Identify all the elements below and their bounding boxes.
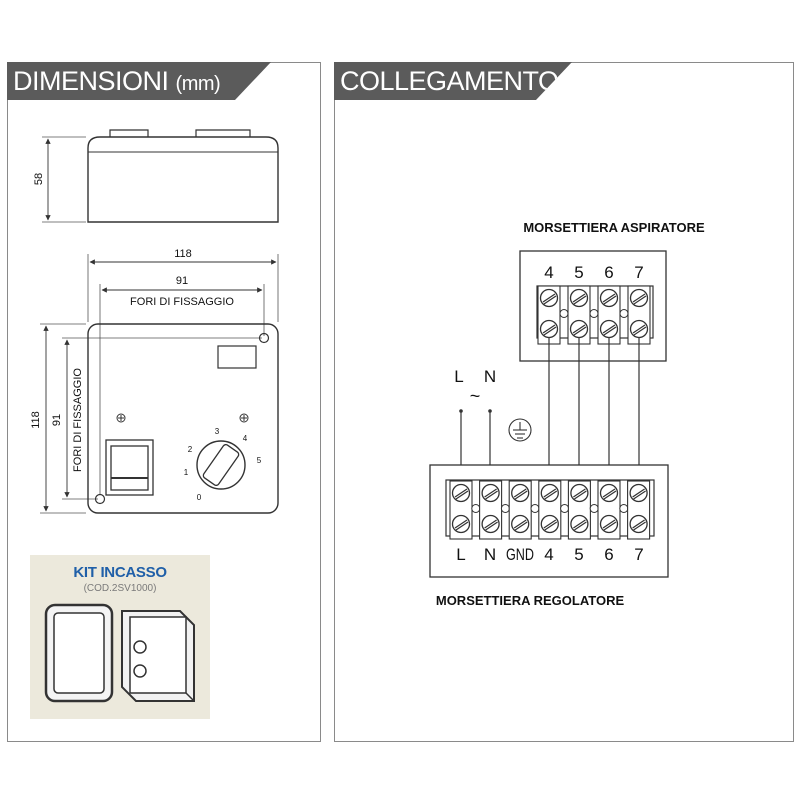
regolatore-screw-top (599, 483, 619, 503)
width-total-label: 118 (174, 248, 192, 260)
regolatore-terminal-label: GND (506, 545, 534, 564)
regolatore-screw-bottom (451, 514, 471, 534)
regolatore-screw-top (451, 483, 471, 503)
dimensions-title: DIMENSIONI (13, 66, 169, 96)
aspiratore-terminal-label: 4 (544, 263, 553, 282)
aspiratore-screw-bottom (569, 319, 589, 339)
mounting-hole-top-right (258, 332, 270, 344)
holes-label-side: FORI DI FISSAGGIO (72, 368, 84, 472)
knob-scale-2: 2 (188, 445, 193, 454)
aspiratore-terminal-label: 5 (574, 263, 583, 282)
mounting-hole-bottom-left (94, 493, 106, 505)
kit-title: KIT INCASSO (73, 564, 167, 581)
wiring-panel: COLLEGAMENTO (334, 62, 794, 742)
regolatore-screw-bottom (540, 514, 559, 534)
height-total-label: 118 (30, 411, 42, 429)
regolatore-screw-bottom (629, 514, 648, 534)
dimensions-unit: (mm) (175, 73, 221, 95)
power-switch (105, 439, 154, 496)
knob-scale-4: 4 (243, 434, 248, 443)
wiring-header: COLLEGAMENTO (334, 62, 572, 100)
aspiratore-screw-bottom (599, 319, 619, 339)
aspiratore-terminal (597, 285, 629, 345)
regolatore-terminal (567, 480, 599, 540)
aspiratore-terminal-label: 7 (634, 263, 643, 282)
kit-incasso-box: KIT INCASSO (COD.2SV1000) (30, 555, 210, 719)
aspiratore-screw-top (569, 288, 589, 308)
aspiratore-screw-top (629, 288, 649, 308)
regolatore-screw-top (629, 483, 648, 503)
kit-cover-frame (44, 603, 114, 703)
height-holes-label: 91 (51, 414, 63, 426)
supply-wire-end (459, 409, 463, 413)
regolatore-terminal-label: 6 (604, 545, 613, 564)
aspiratore-screw-bottom (629, 319, 649, 339)
regolatore-terminal-label: 7 (634, 545, 643, 564)
kit-illustration (44, 603, 195, 703)
side-view: 58 (33, 129, 279, 223)
regolatore-terminal-label: 4 (544, 545, 553, 564)
regolatore-terminal-label: 5 (574, 545, 583, 564)
regolatore-terminal-label: N (484, 545, 496, 564)
aspiratore-screw-top (539, 288, 559, 308)
aspiratore-screw-top (599, 288, 619, 308)
wiring-title: COLLEGAMENTO (340, 66, 559, 96)
ac-symbol: ~ (470, 386, 481, 406)
knob-scale-5: 5 (257, 456, 262, 465)
side-height-label: 58 (33, 173, 45, 185)
front-view: 118 91 FORI DI FISSAGGIO 118 91 FORI DI … (30, 248, 279, 514)
regolatore-terminal (479, 480, 510, 540)
kit-recess-box (121, 610, 195, 702)
cover-screw-left (116, 413, 126, 423)
knob-scale-0: 0 (197, 493, 202, 502)
regolatore-terminal (538, 480, 570, 540)
regolatore-label: MORSETTIERA REGOLATORE (436, 593, 625, 608)
label-window (217, 345, 257, 369)
cover-screw-right (239, 413, 249, 423)
width-holes-label: 91 (176, 275, 188, 287)
supply-neutral-label: N (484, 367, 496, 386)
aspiratore-terminal (567, 285, 599, 345)
regolatore-screw-bottom (599, 514, 619, 534)
speed-knob (196, 440, 246, 490)
regulator-front-body (87, 323, 279, 514)
regolatore-terminal (597, 480, 629, 540)
supply-wire-end (488, 409, 492, 413)
regolatore-terminal (508, 480, 540, 540)
knob-scale: 0 1 2 3 4 5 (184, 427, 262, 502)
regolatore-screw-bottom (481, 514, 500, 534)
aspiratore-label: MORSETTIERA ASPIRATORE (523, 220, 705, 235)
ground-icon (508, 418, 532, 442)
aspiratore-terminals: 4 5 6 7 (537, 263, 651, 345)
regolatore-terminal-label: L (456, 545, 465, 564)
aspiratore-terminal (627, 285, 651, 345)
regolatore-terminal (627, 480, 651, 540)
regolatore-screw-top (511, 483, 530, 503)
aspiratore-terminal-label: 6 (604, 263, 613, 282)
knob-scale-3: 3 (215, 427, 220, 436)
regolatore-screw-bottom (511, 514, 530, 534)
knob-scale-1: 1 (184, 468, 189, 477)
regolatore-screw-bottom (570, 514, 589, 534)
supply-line-label: L (454, 367, 463, 386)
kit-code: (COD.2SV1000) (83, 583, 157, 594)
regolatore-screw-top (570, 483, 589, 503)
aspiratore-terminal (537, 285, 569, 345)
regolatore-terminal (449, 480, 481, 540)
regolatore-screw-top (481, 483, 500, 503)
regolatore-screw-top (540, 483, 559, 503)
aspiratore-screw-bottom (539, 319, 559, 339)
dimensions-header: DIMENSIONI (mm) (7, 62, 271, 100)
holes-label-top: FORI DI FISSAGGIO (130, 296, 234, 308)
